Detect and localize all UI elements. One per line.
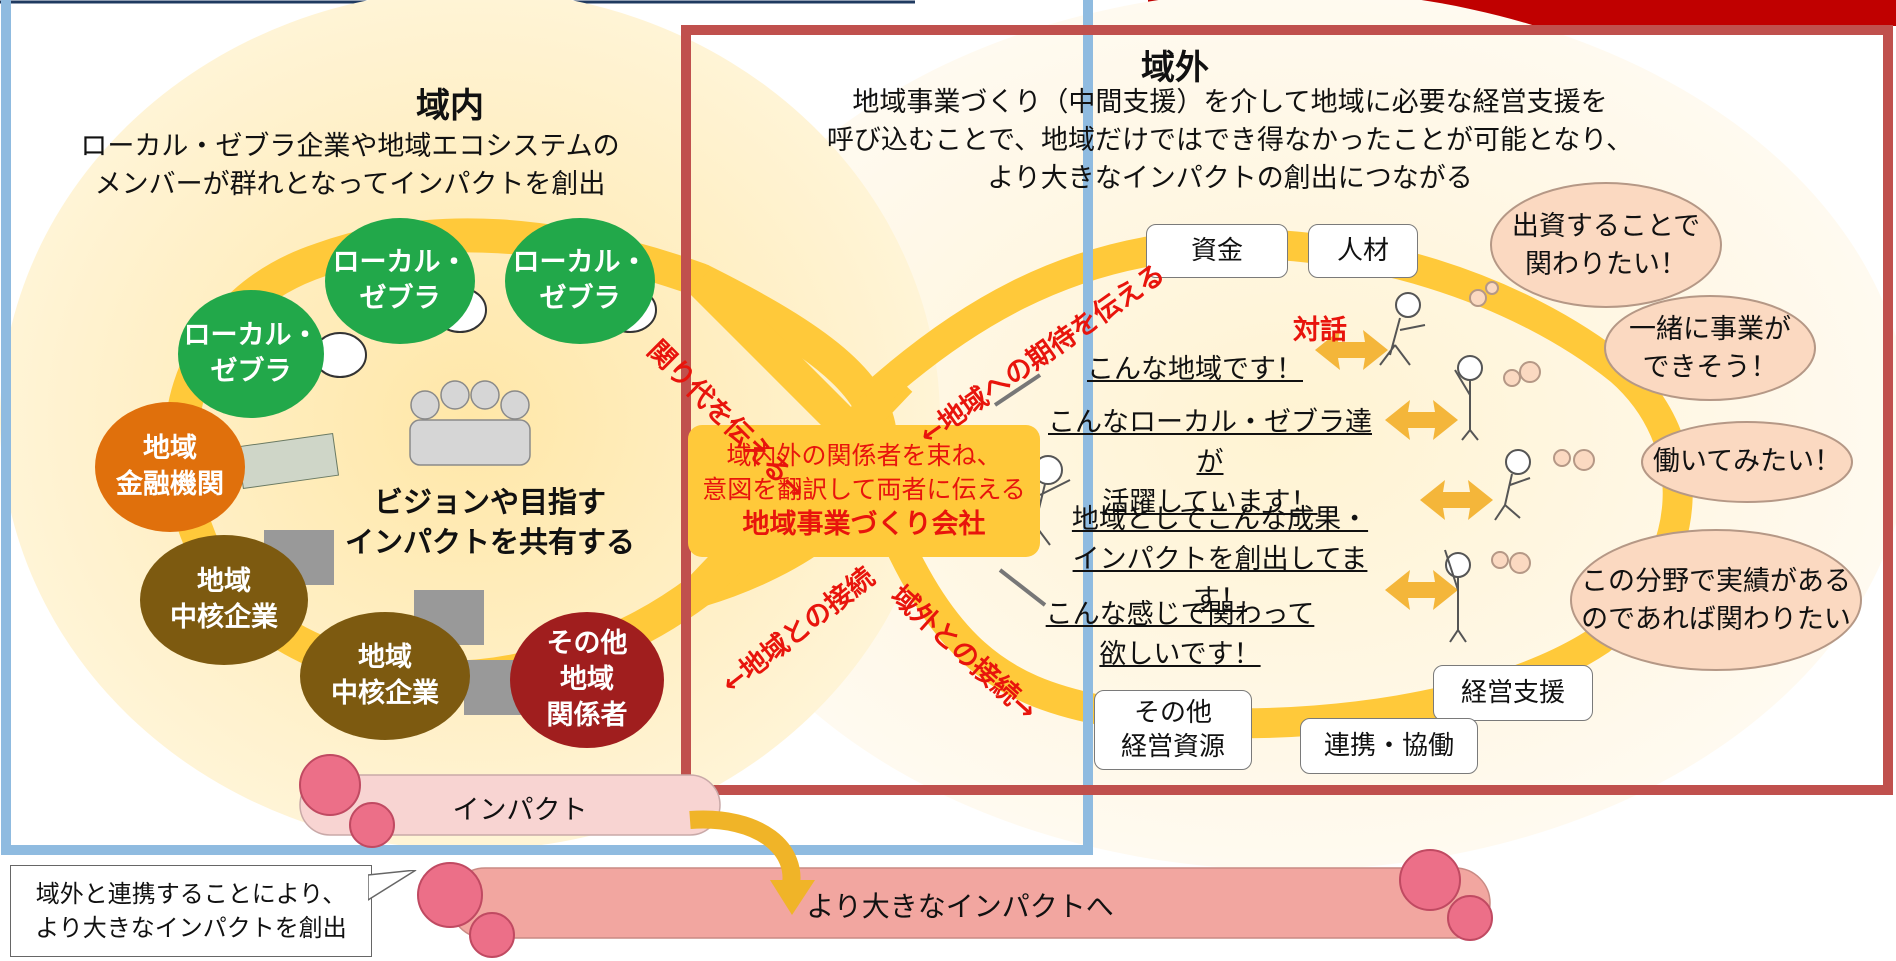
other-stakeholders-circle: その他 地域 関係者 <box>510 612 664 748</box>
outer-description-line: より大きなインパクトの創出につながる <box>987 163 1473 194</box>
resource-management-support: 経営支援 <box>1433 665 1593 721</box>
outer-area-border <box>681 25 1893 795</box>
dialogue-arrows <box>1315 330 1493 610</box>
center-company-name: 地域事業づくり会社 <box>742 509 986 540</box>
outer-description: 地域事業づくり（中間支援）を介して地域に必要な経営支援を 呼び込むことで、地域だ… <box>800 84 1660 198</box>
regional-business-company: 域内外の関係者を束ね、 意図を翻訳して両者に伝える 地域事業づくり会社 <box>688 425 1040 557</box>
divider-top <box>993 373 1042 407</box>
message-zebras: こんなローカル・ゼブラ達が 活躍しています！ <box>1048 407 1372 518</box>
flower-icons <box>299 754 1493 958</box>
bigger-impact-label: より大きなインパクトへ <box>806 890 1114 923</box>
inner-area-border <box>1 0 1093 855</box>
inner-description-line: メンバーが群れとなってインパクトを創出 <box>94 169 606 200</box>
person-icons <box>1024 292 1531 643</box>
thought-track-record: この分野で実績がある のであれば関わりたい <box>1581 566 1851 635</box>
inner-title: 域内 <box>416 86 484 126</box>
thought-work: 働いてみたい！ <box>1652 446 1842 477</box>
impact-bar <box>299 774 721 836</box>
local-zebra-circle: ローカル・ ゼブラ <box>505 218 655 344</box>
center-line: 意図を翻訳して両者に伝える <box>702 475 1026 504</box>
thought-bubbles <box>1469 182 1862 671</box>
callout-pointer <box>368 870 417 901</box>
regional-core-company-circle: 地域 中核企業 <box>300 612 470 740</box>
local-zebra-circle: ローカル・ ゼブラ <box>178 290 324 418</box>
resource-collaboration: 連携・協働 <box>1300 718 1478 774</box>
inner-description: ローカル・ゼブラ企業や地域エコシステムの メンバーが群れとなってインパクトを創出 <box>40 128 660 204</box>
divider-bottom <box>998 568 1047 607</box>
vision-line: インパクトを共有する <box>344 525 635 559</box>
resource-funds: 資金 <box>1146 224 1288 278</box>
dialogue-label: 対話 <box>1293 315 1347 346</box>
callout-line: 域外と連携することにより、 <box>35 880 347 908</box>
resource-other: その他 経営資源 <box>1094 690 1252 770</box>
vision-line: ビジョンや目指す <box>373 485 606 519</box>
regional-finance-circle: 地域 金融機関 <box>95 402 245 532</box>
thought-invest: 出資することで 関わりたい！ <box>1511 211 1701 280</box>
resource-talent: 人材 <box>1308 224 1418 278</box>
inner-description-line: ローカル・ゼブラ企業や地域エコシステムの <box>80 131 620 162</box>
vision-text: ビジョンや目指す インパクトを共有する <box>340 482 640 562</box>
center-line: 域内外の関係者を束ね、 <box>726 441 1002 470</box>
message-results: 地域としてこんな成果・ インパクトを創出してます！ <box>1071 504 1369 615</box>
callout-line: より大きなインパクトを創出 <box>35 914 347 942</box>
regional-core-company-circle: 地域 中核企業 <box>140 535 308 665</box>
outer-description-line: 呼び込むことで、地域だけではでき得なかったことが可能となり、 <box>826 125 1634 156</box>
impact-arrow <box>689 810 801 893</box>
local-zebra-circle: ローカル・ ゼブラ <box>325 218 475 344</box>
callout-box: 域外と連携することにより、 より大きなインパクトを創出 <box>10 865 372 957</box>
outer-title: 域外 <box>1141 48 1209 88</box>
outer-description-line: 地域事業づくり（中間支援）を介して地域に必要な経営支援を <box>852 87 1608 118</box>
impact-label: インパクト <box>452 795 588 826</box>
thought-business: 一緒に事業が できそう！ <box>1629 314 1791 383</box>
message-involvement: こんな感じで関わって 欲しいです！ <box>1045 599 1315 670</box>
impact-arrow-head <box>770 880 815 915</box>
message-region: こんな地域です！ <box>1087 354 1303 385</box>
crowd-icon <box>409 380 531 466</box>
